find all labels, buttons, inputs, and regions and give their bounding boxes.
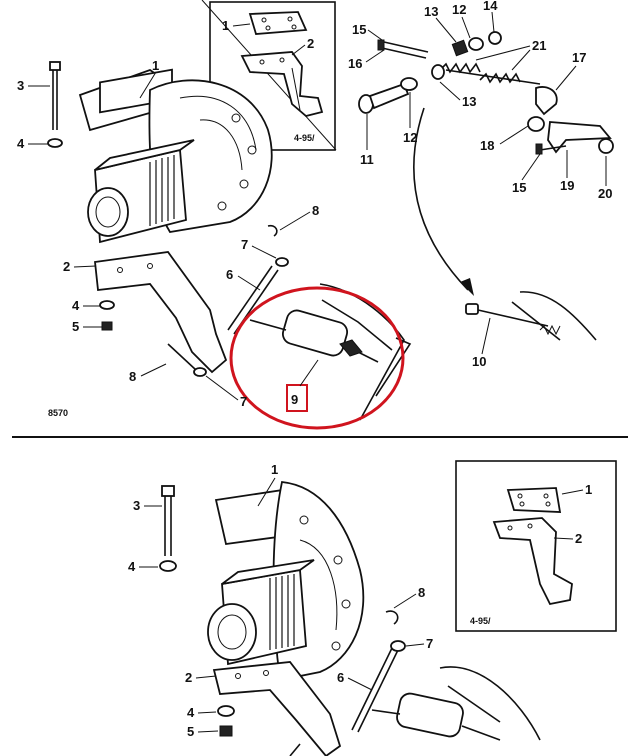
top-callout-19: 19 [560, 178, 574, 193]
top-part-10-view [465, 291, 597, 341]
top-callout-18: 18 [480, 138, 494, 153]
bottom-callout-4: 4 [128, 559, 136, 574]
top-callout-14: 14 [483, 0, 498, 13]
bottom-callout-6: 6 [337, 670, 344, 685]
top-callout-10: 10 [472, 354, 486, 369]
bottom-callout-8: 8 [418, 585, 425, 600]
top-callout-15b: 15 [512, 180, 526, 195]
top-right-exploded-view [358, 31, 614, 155]
top-callout-4a: 4 [17, 136, 25, 151]
top-callout-15a: 15 [352, 22, 366, 37]
top-callout-12b: 12 [403, 130, 417, 145]
bottom-callout-4b: 4 [187, 705, 195, 720]
top-callout-17: 17 [572, 50, 586, 65]
top-callout-11: 11 [360, 152, 374, 167]
top-callout-7a: 7 [241, 237, 248, 252]
top-figure-id: 8570 [48, 408, 68, 418]
top-callout-21: 21 [532, 38, 546, 53]
top-callout-1: 1 [152, 58, 159, 73]
bottom-diagram: 1 2 4-95/ [128, 460, 617, 756]
top-callout-13b: 13 [462, 94, 476, 109]
top-inset-date: 4-95/ [294, 133, 315, 143]
top-callout-4b: 4 [72, 298, 80, 313]
top-callout-9: 9 [291, 392, 298, 407]
top-bolt-3 [47, 61, 115, 331]
top-callout-16: 16 [348, 56, 362, 71]
top-callout-8a: 8 [312, 203, 319, 218]
top-callout-3: 3 [17, 78, 24, 93]
bottom-callout-5: 5 [187, 724, 194, 739]
top-callout-7b: 7 [240, 394, 247, 409]
bottom-inset-box: 1 2 4-95/ [455, 460, 617, 632]
top-callout-2: 2 [63, 259, 70, 274]
bottom-linkage [289, 610, 541, 756]
top-diagram: 1 2 4-95/ [17, 0, 614, 430]
bottom-callout-1: 1 [271, 462, 278, 477]
top-callout-8b: 8 [129, 369, 136, 384]
top-callout-6: 6 [226, 267, 233, 282]
bottom-inset-callout-1: 1 [585, 482, 592, 497]
top-linkage [167, 224, 412, 421]
top-callout-5: 5 [72, 319, 79, 334]
top-inset-callout-2: 2 [307, 36, 314, 51]
top-arrow-head [460, 278, 474, 296]
top-callouts: 1 2 3 4 4 5 6 7 7 8 8 9 10 11 [17, 0, 612, 418]
top-curved-arrow [413, 107, 469, 291]
top-housing-assembly [78, 68, 273, 374]
bottom-callout-7: 7 [426, 636, 433, 651]
top-callout-13a: 13 [424, 4, 438, 19]
highlight-circle [229, 286, 405, 430]
top-inset-callout-1: 1 [222, 18, 229, 33]
bottom-inset-date: 4-95/ [470, 616, 491, 626]
highlight-box-9 [286, 384, 308, 412]
bottom-housing-assembly [207, 481, 365, 756]
bottom-callouts: 1 2 3 4 4 5 6 7 8 [128, 462, 433, 739]
bottom-callout-2: 2 [185, 670, 192, 685]
bottom-callout-3: 3 [133, 498, 140, 513]
bottom-bolt-3 [159, 485, 235, 737]
top-callout-12a: 12 [452, 2, 466, 17]
top-callout-20: 20 [598, 186, 612, 201]
bottom-inset-callout-2: 2 [575, 531, 582, 546]
